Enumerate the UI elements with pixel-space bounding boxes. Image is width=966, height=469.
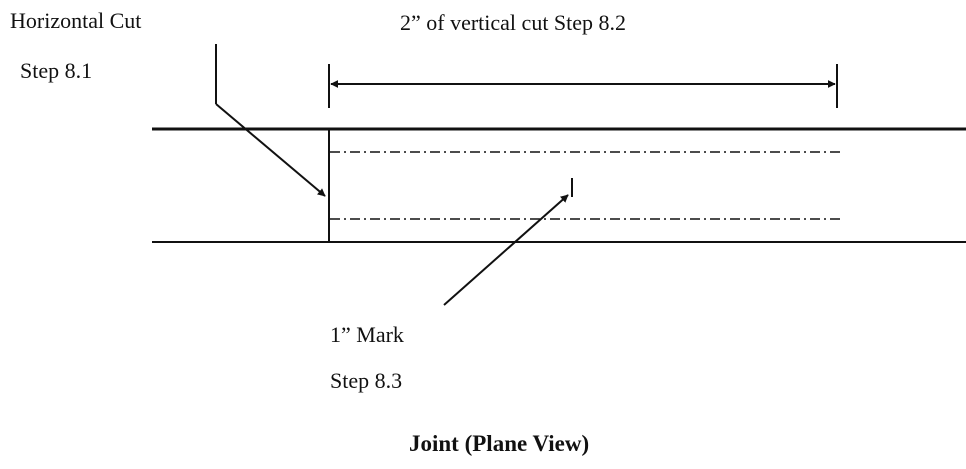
diagram-caption: Joint (Plane View) (409, 431, 590, 456)
label-vertical-cut: 2” of vertical cut Step 8.2 (400, 10, 627, 35)
leader-one-inch-mark-arrow (443, 194, 569, 306)
label-one-inch-mark: 1” Mark (330, 322, 404, 347)
label-step-8-1: Step 8.1 (20, 58, 93, 83)
label-step-8-3: Step 8.3 (330, 368, 403, 393)
leader-horizontal-cut-arrow (215, 103, 326, 197)
label-horizontal-cut: Horizontal Cut (10, 8, 142, 33)
